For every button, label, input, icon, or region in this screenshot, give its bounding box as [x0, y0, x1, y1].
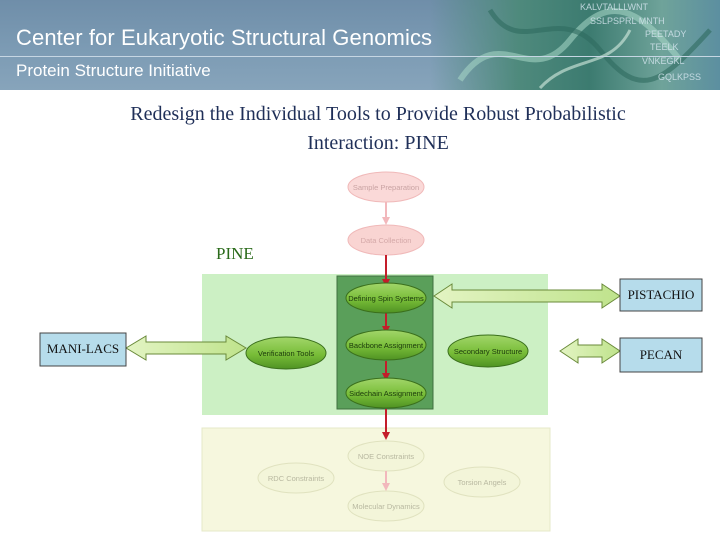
banner-divider: [0, 56, 720, 57]
external-box-manilacs: [39, 332, 127, 367]
external-label-pistachio: PISTACHIO: [628, 287, 695, 302]
sequence-text-5: VNKEGKL: [642, 56, 685, 66]
link-arrow-manilacs: [125, 335, 247, 361]
node-backbone-assignment-label: Backbone Assignment: [349, 341, 424, 350]
node-rdc-constraints: [257, 462, 335, 494]
banner-subtitle: Protein Structure Initiative: [16, 61, 211, 80]
header-banner: KALVTALLLWNT SSLPSPRL MNTH PEETADY TEELK…: [0, 0, 720, 90]
external-box-pistachio: [619, 278, 703, 312]
slide-title: Redesign the Individual Tools to Provide…: [40, 100, 716, 158]
node-backbone-assignment: [345, 329, 427, 361]
sequence-text-6: GQLKPSS: [658, 72, 701, 82]
sequence-text-2: SSLPSPRL MNTH: [590, 16, 665, 26]
node-sidechain-assignment: [345, 377, 427, 409]
node-defining-spin-systems-label: Defining Spin Systems: [348, 294, 424, 303]
banner-title: Center for Eukaryotic Structural Genomic…: [16, 25, 433, 50]
protein-structure-image: KALVTALLLWNT SSLPSPRL MNTH PEETADY TEELK…: [430, 0, 720, 90]
node-torsion-angles: [443, 466, 521, 498]
node-sidechain-assignment-label: Sidechain Assignment: [349, 389, 424, 398]
sequence-text-4: TEELK: [650, 42, 679, 52]
node-defining-spin-systems: [345, 282, 427, 314]
node-noe-constraints-label: NOE Constraints: [358, 452, 415, 461]
sequence-text-1: KALVTALLLWNT: [580, 2, 649, 12]
external-box-pecan: [619, 337, 703, 373]
node-torsion-angles-label: Torsion Angels: [458, 478, 507, 487]
node-verification-tools: [245, 336, 327, 370]
protein-ribbon-art: KALVTALLLWNT SSLPSPRL MNTH PEETADY TEELK…: [457, 2, 712, 90]
node-verification-tools-label: Verification Tools: [258, 349, 314, 358]
slide-title-line-1: Redesign the Individual Tools to Provide…: [130, 103, 626, 125]
link-arrow-pecan: [559, 338, 621, 364]
sequence-text-3: PEETADY: [645, 29, 686, 39]
node-secondary-structure-label: Secondary Structure: [454, 347, 522, 356]
pine-label: PINE: [216, 244, 254, 263]
slide-title-line-2: Interaction: PINE: [307, 132, 449, 154]
node-data-collection-label: Data Collection: [361, 236, 412, 245]
node-rdc-constraints-label: RDC Constraints: [268, 474, 325, 483]
node-secondary-structure: [447, 334, 529, 368]
external-label-pecan: PECAN: [640, 347, 683, 362]
external-label-manilacs: MANI-LACS: [47, 341, 119, 356]
node-molecular-dynamics-label: Molecular Dynamics: [352, 502, 420, 511]
node-molecular-dynamics: [347, 490, 425, 522]
node-sample-preparation-label: Sample Preparation: [353, 183, 419, 192]
